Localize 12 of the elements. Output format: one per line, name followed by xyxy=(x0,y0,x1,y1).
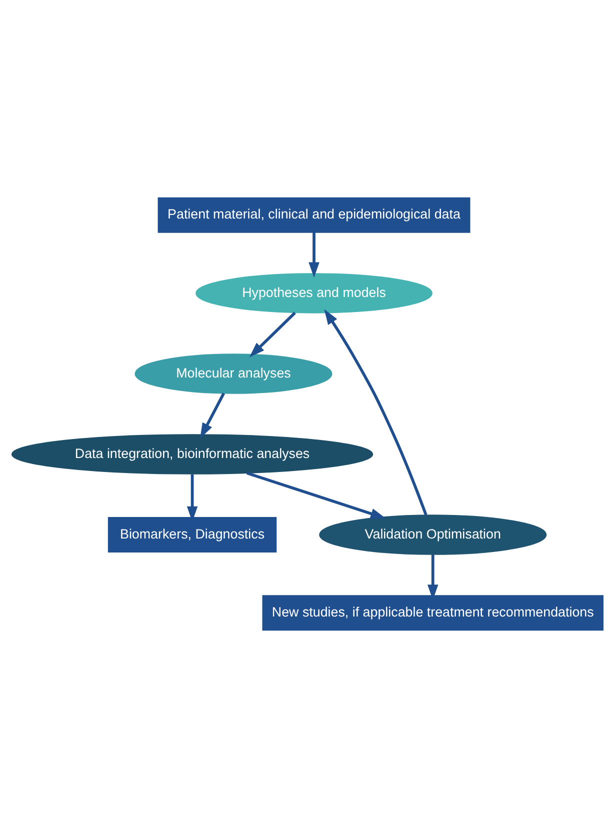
arrow xyxy=(324,309,428,516)
arrow xyxy=(308,232,320,278)
node-box: Biomarkers, Diagnostics xyxy=(108,517,277,553)
arrow xyxy=(249,312,296,358)
node-ellipse: Hypotheses and models xyxy=(196,273,432,314)
node-box: New studies, if applicable treatment recommendations xyxy=(262,595,604,631)
arrow xyxy=(246,472,386,519)
arrow xyxy=(200,392,225,438)
node-box: Patient material, clinical and epidemiological data xyxy=(158,197,470,233)
node-ellipse: Data integration, bioinformatic analyses xyxy=(11,434,374,474)
node-ellipse: Molecular analyses xyxy=(134,354,332,394)
node-ellipse: Validation Optimisation xyxy=(319,514,547,555)
